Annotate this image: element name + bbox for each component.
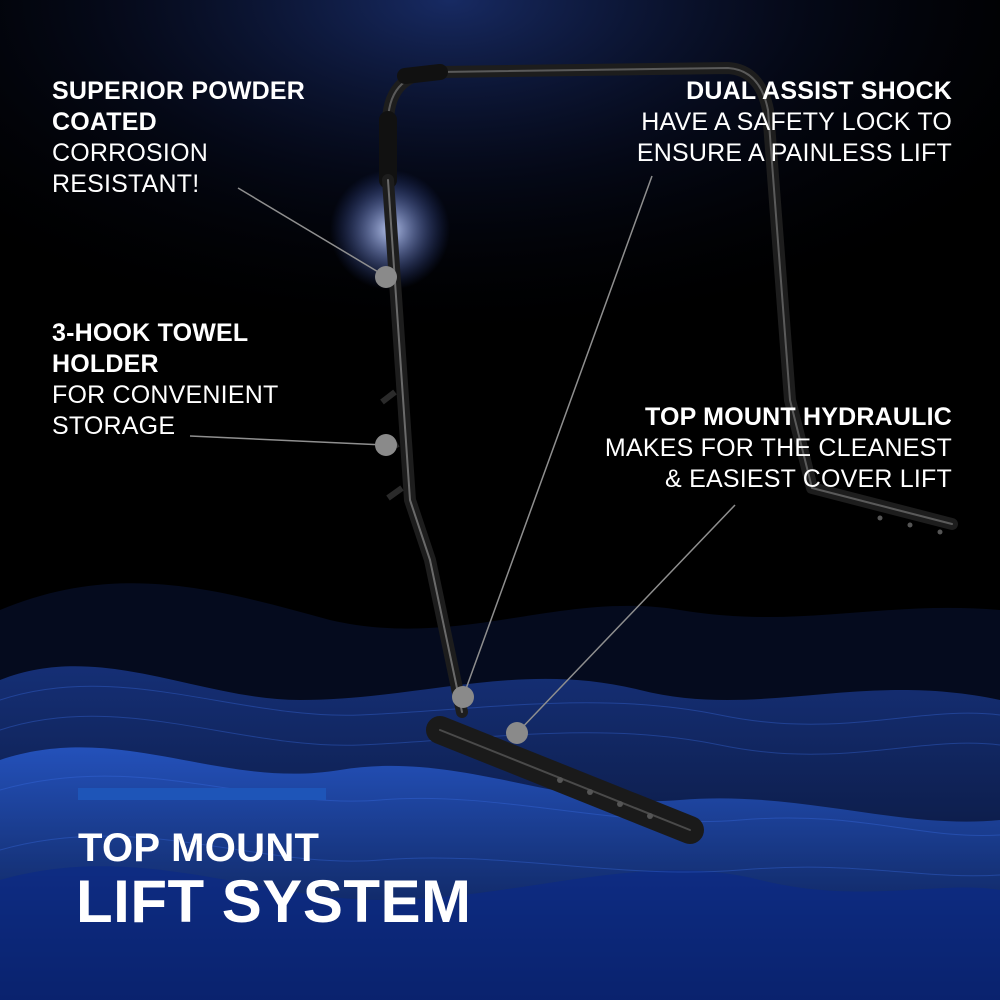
- callout-body: STORAGE: [52, 412, 176, 440]
- callout-heading: TOP MOUNT HYDRAULIC: [644, 403, 952, 431]
- leader-hydraulic: [516, 504, 736, 734]
- callout-body: CORROSION: [52, 139, 208, 167]
- callout-heading: DUAL ASSIST SHOCK: [686, 77, 952, 105]
- callout-marker-dot: [375, 434, 397, 456]
- callout-marker-dot: [375, 266, 397, 288]
- callout-powder-coat: SUPERIOR POWDER COATED CORROSION RESISTA…: [52, 76, 305, 200]
- accent-bar: [78, 788, 326, 800]
- title-line-2: LIFT SYSTEM: [76, 868, 472, 935]
- callout-body: & EASIEST COVER LIFT: [665, 465, 952, 493]
- callout-heading: 3-HOOK TOWEL: [52, 319, 249, 347]
- callout-body: FOR CONVENIENT: [52, 381, 279, 409]
- callout-hydraulic: TOP MOUNT HYDRAULIC MAKES FOR THE CLEANE…: [605, 402, 952, 495]
- title-line-1: TOP MOUNT: [78, 826, 320, 870]
- callout-body: RESISTANT!: [52, 170, 200, 198]
- leader-towel-holder: [189, 435, 386, 446]
- callout-heading: SUPERIOR POWDER: [52, 77, 306, 105]
- lift-frame: [379, 62, 958, 844]
- callout-heading: HOLDER: [52, 350, 159, 378]
- callout-heading: COATED: [52, 108, 157, 136]
- callout-towel-holder: 3-HOOK TOWEL HOLDER FOR CONVENIENT STORA…: [52, 318, 278, 442]
- callout-body: ENSURE A PAINLESS LIFT: [636, 139, 952, 167]
- leader-powder-coat: [237, 187, 386, 277]
- callout-marker-dot: [506, 722, 528, 744]
- callout-body: HAVE A SAFETY LOCK TO: [641, 108, 952, 136]
- callout-marker-dot: [452, 686, 474, 708]
- leader-dual-shock: [462, 175, 653, 698]
- callout-dual-shock: DUAL ASSIST SHOCK HAVE A SAFETY LOCK TO …: [637, 76, 952, 169]
- callout-body: MAKES FOR THE CLEANEST: [604, 434, 952, 462]
